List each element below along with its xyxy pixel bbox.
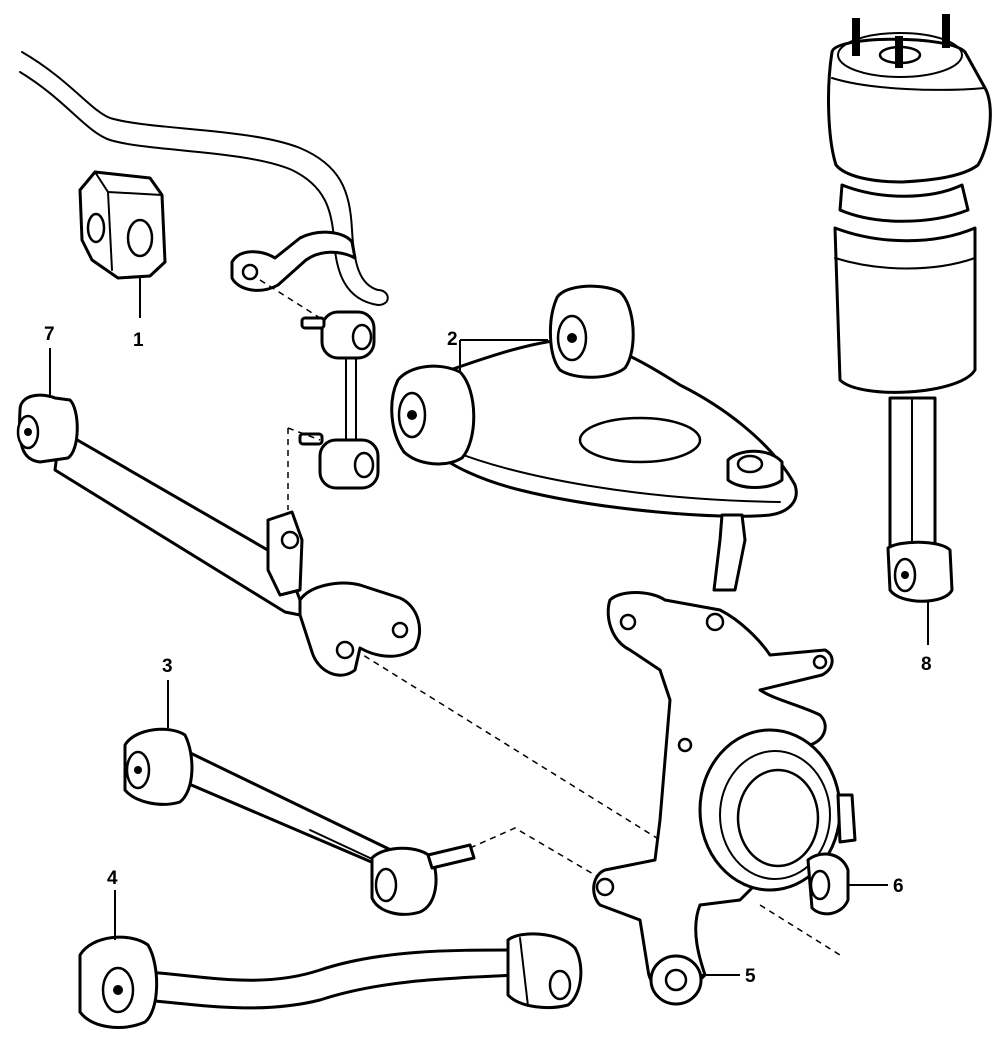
callout-4: 4 [107, 868, 118, 889]
upper-control-arm [390, 284, 798, 592]
callout-7: 7 [44, 324, 55, 345]
callout-1: 1 [133, 330, 144, 351]
callout-6: 6 [893, 876, 904, 897]
callout-8: 8 [921, 654, 932, 675]
stabilizer-link [298, 310, 380, 490]
callout-labels: 1 2 3 4 5 6 7 8 [44, 324, 932, 987]
callout-3: 3 [162, 656, 173, 677]
callout-leaders [49, 278, 929, 976]
callout-5: 5 [745, 966, 756, 987]
knuckle-rear-bushing [806, 793, 857, 916]
stabilizer-bar-end-bracket [230, 230, 357, 292]
stabilizer-bushing [78, 170, 167, 280]
air-suspension-strut [827, 14, 992, 603]
lower-control-arm [16, 393, 422, 677]
stabilizer-bar [19, 51, 389, 306]
callout-2: 2 [447, 329, 458, 350]
knuckle-lower-bushing [649, 954, 703, 1006]
lateral-link [123, 727, 476, 916]
steering-knuckle [592, 591, 842, 995]
trailing-link [78, 932, 583, 1029]
